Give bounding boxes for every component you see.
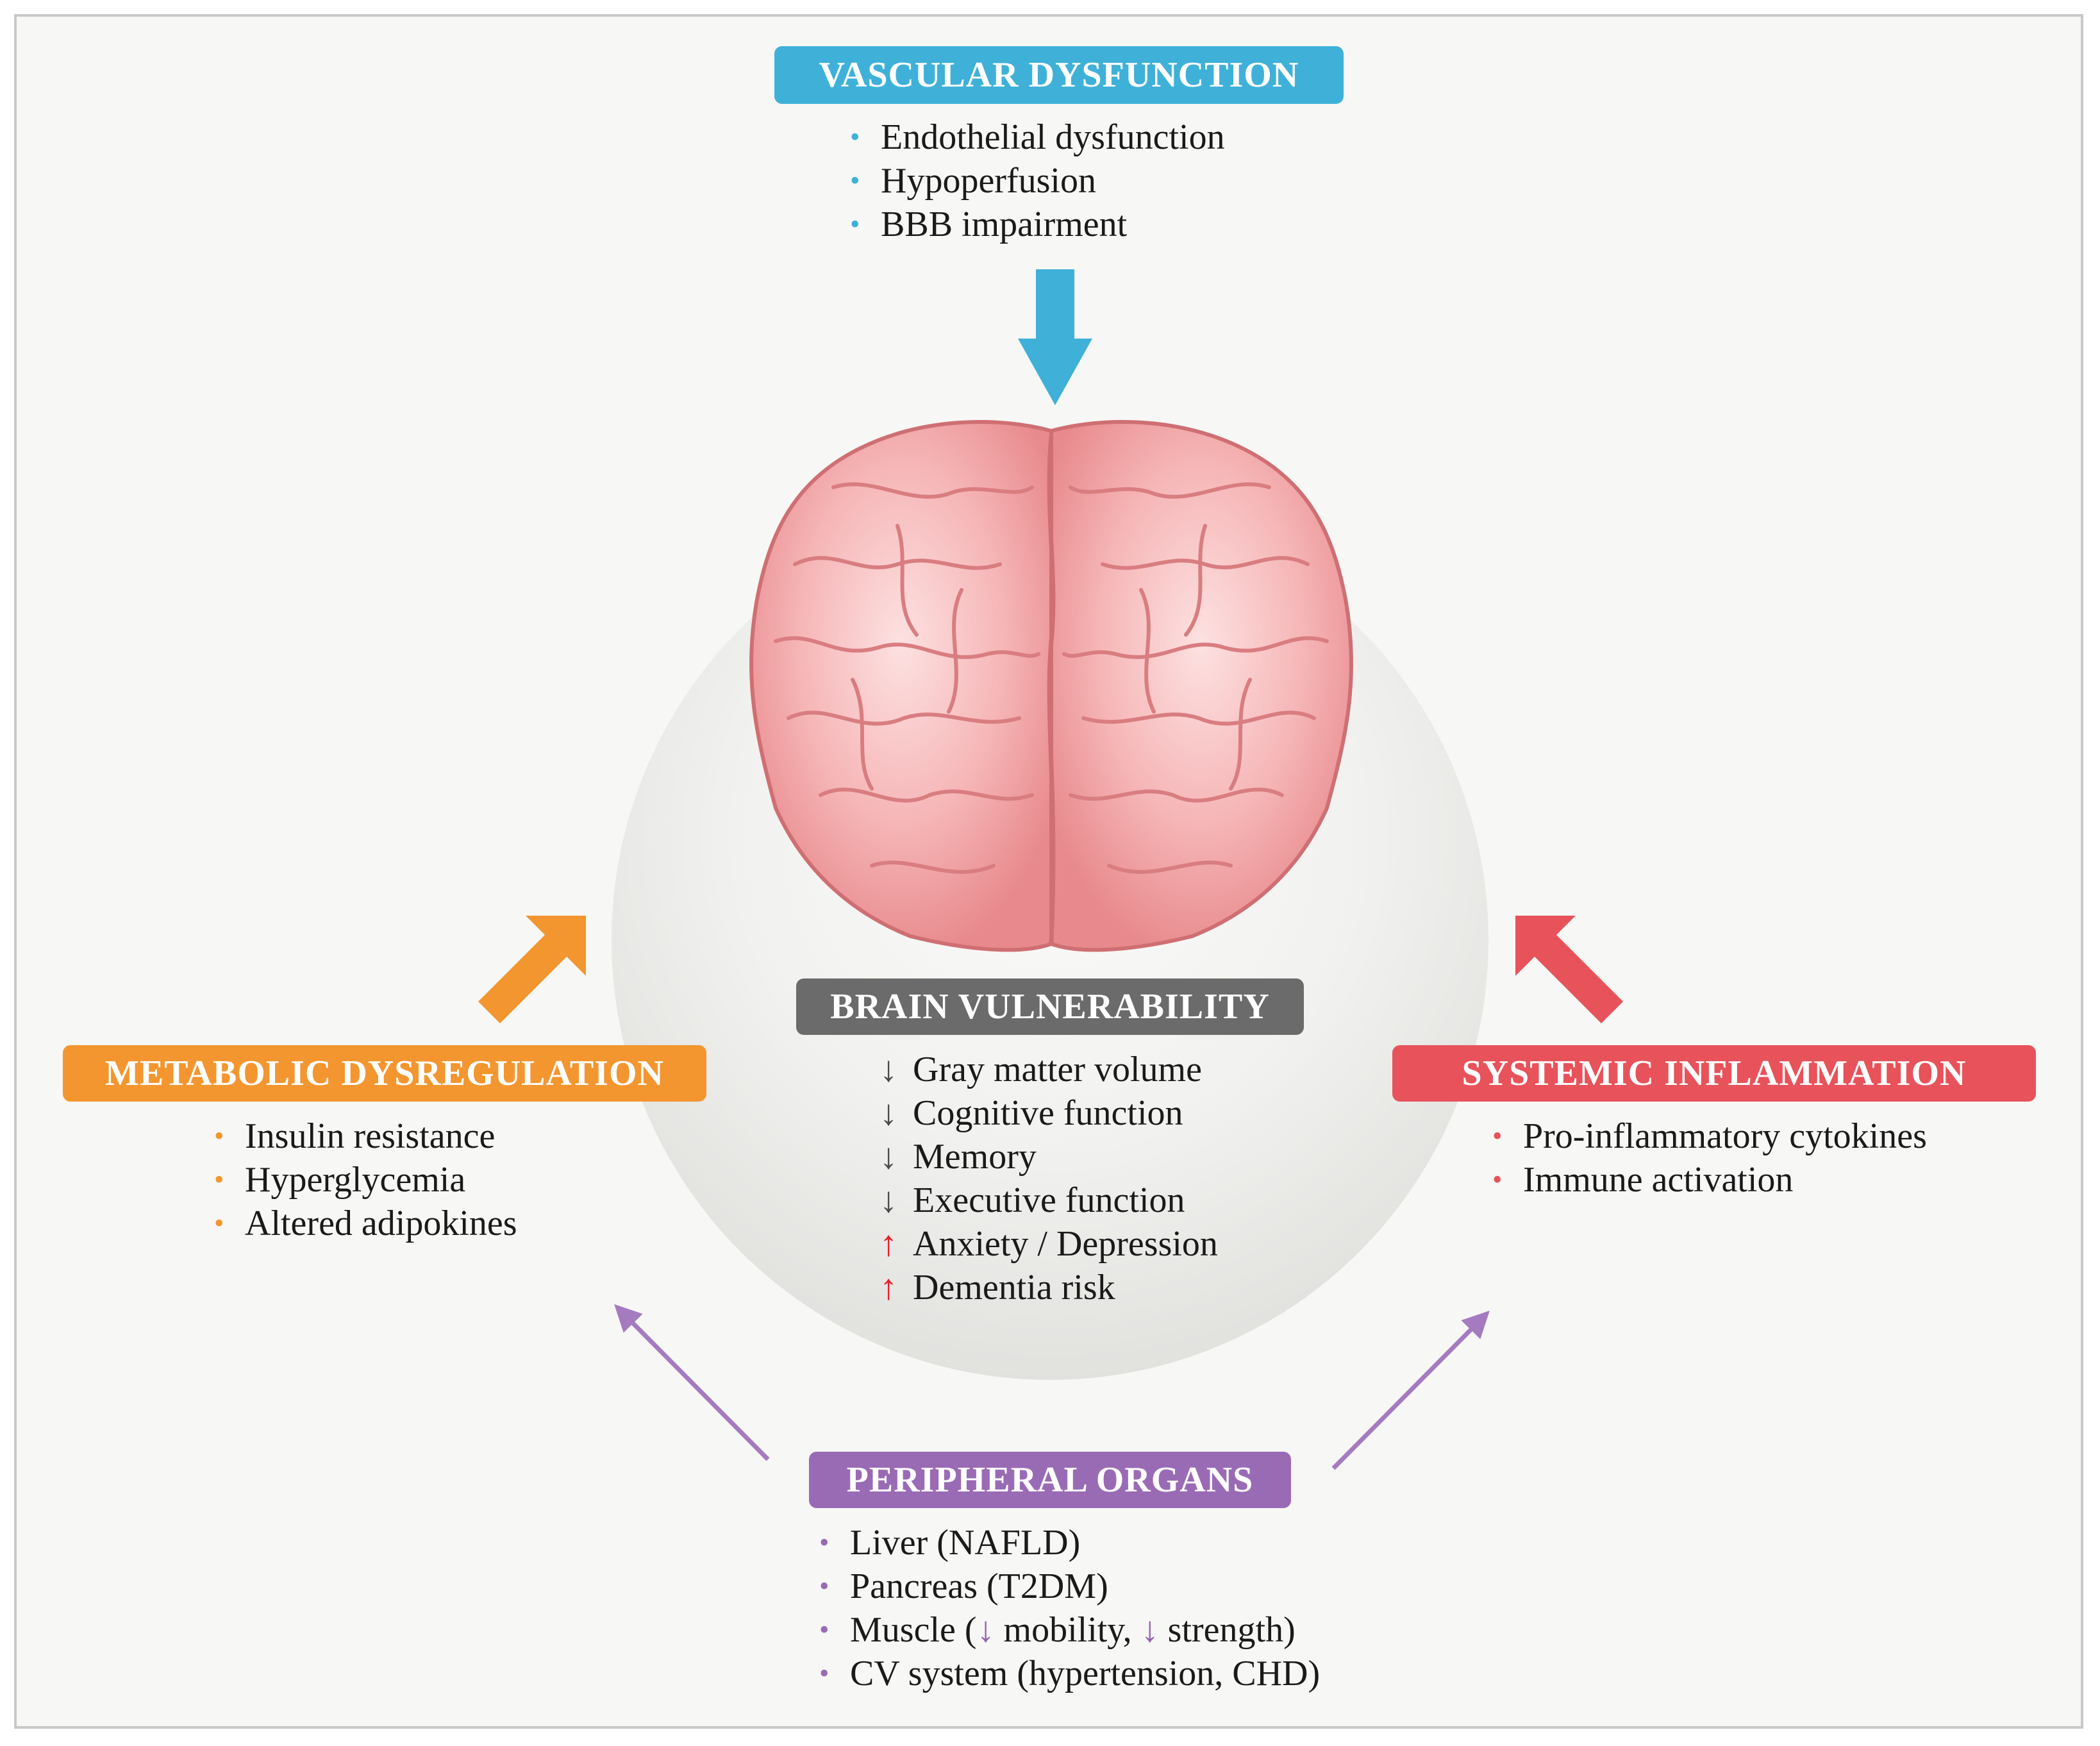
bullet-icon: • <box>1492 1164 1503 1195</box>
metabolic-dysregulation-label: METABOLIC DYSREGULATION <box>63 1045 706 1102</box>
bullet-icon: • <box>1492 1120 1503 1152</box>
brain-effects-list: ↓Gray matter volume ↓Cognitive function … <box>879 1048 1218 1309</box>
vascular-list: •Endothelial dysfunction •Hypoperfusion … <box>850 115 1225 246</box>
list-item: •Pancreas (T2DM) <box>819 1565 1320 1608</box>
bullet-icon: • <box>850 208 860 240</box>
list-item: ↓Memory <box>879 1135 1218 1179</box>
bullet-icon: • <box>819 1570 829 1602</box>
peripheral-to-metabolic-arrow <box>614 1304 770 1461</box>
bullet-icon: • <box>819 1527 829 1558</box>
bullet-icon: • <box>214 1207 224 1239</box>
down-arrow-icon <box>1018 269 1092 405</box>
peripheral-organs-label: PERIPHERAL ORGANS <box>809 1452 1291 1508</box>
bullet-icon: • <box>819 1614 829 1645</box>
decrease-arrow-icon: ↓ <box>879 1180 897 1220</box>
up-left-arrow-icon <box>1515 916 1623 1023</box>
bullet-icon: • <box>214 1120 224 1152</box>
peripheral-to-inflammation-arrow <box>1331 1311 1490 1470</box>
bullet-icon: • <box>819 1658 829 1689</box>
list-item: ↓Executive function <box>879 1179 1218 1222</box>
bullet-icon: • <box>850 121 860 153</box>
list-item: •Pro-inflammatory cytokines <box>1492 1114 1927 1158</box>
decrease-arrow-icon: ↓ <box>879 1093 897 1133</box>
list-item: •Muscle (↓ mobility, ↓ strength) <box>819 1608 1320 1652</box>
increase-arrow-icon: ↑ <box>879 1268 897 1307</box>
decrease-arrow-icon: ↓ <box>879 1137 897 1177</box>
inflammation-list: •Pro-inflammatory cytokines •Immune acti… <box>1492 1114 1927 1202</box>
inflammation-title: SYSTEMIC INFLAMMATION <box>1462 1053 1967 1093</box>
list-item: ↓Cognitive function <box>879 1091 1218 1135</box>
up-right-arrow-icon <box>478 916 586 1023</box>
metabolic-title: METABOLIC DYSREGULATION <box>105 1053 664 1093</box>
list-item: •Insulin resistance <box>214 1114 517 1158</box>
metabolic-list: •Insulin resistance •Hyperglycemia •Alte… <box>214 1114 517 1245</box>
list-item: ↑Anxiety / Depression <box>879 1222 1218 1266</box>
vascular-dysfunction-label: VASCULAR DYSFUNCTION <box>774 46 1344 104</box>
list-item: •Hypoperfusion <box>850 159 1225 203</box>
increase-arrow-icon: ↑ <box>879 1224 897 1264</box>
list-item: •CV system (hypertension, CHD) <box>819 1652 1320 1695</box>
list-item: •Liver (NAFLD) <box>819 1521 1320 1565</box>
list-item: ↓Gray matter volume <box>879 1048 1218 1091</box>
list-item: •BBB impairment <box>850 203 1225 246</box>
bullet-icon: • <box>214 1164 224 1195</box>
vascular-title: VASCULAR DYSFUNCTION <box>819 55 1299 95</box>
bullet-icon: • <box>850 165 860 196</box>
list-item: •Endothelial dysfunction <box>850 115 1225 159</box>
peripheral-list: •Liver (NAFLD) •Pancreas (T2DM) •Muscle … <box>819 1521 1320 1695</box>
decrease-arrow-icon: ↓ <box>879 1050 897 1089</box>
list-item: •Hyperglycemia <box>214 1158 517 1202</box>
list-item: •Immune activation <box>1492 1158 1927 1202</box>
brain-icon <box>749 419 1354 952</box>
systemic-inflammation-label: SYSTEMIC INFLAMMATION <box>1392 1045 2036 1102</box>
peripheral-title: PERIPHERAL ORGANS <box>846 1460 1254 1500</box>
list-item: •Altered adipokines <box>214 1202 517 1245</box>
brain-vulnerability-label: BRAIN VULNERABILITY <box>796 978 1304 1035</box>
brain-title: BRAIN VULNERABILITY <box>830 987 1270 1027</box>
list-item: ↑Dementia risk <box>879 1266 1218 1309</box>
decrease-arrow-icon: ↓ <box>1140 1610 1159 1650</box>
decrease-arrow-icon: ↓ <box>976 1610 995 1650</box>
